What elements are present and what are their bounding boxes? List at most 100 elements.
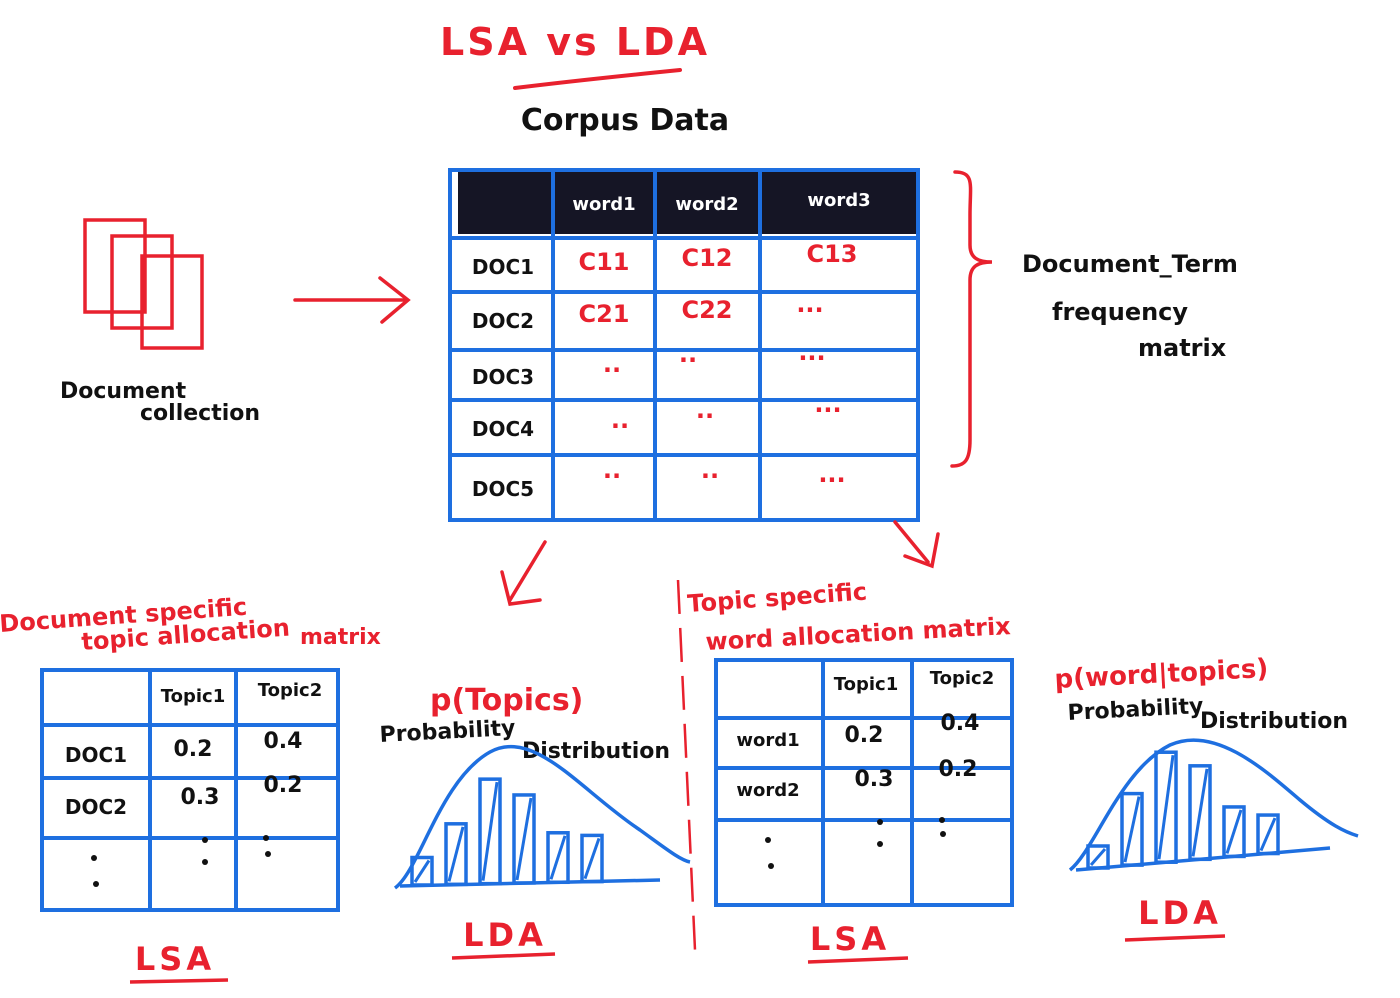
word-matrix-header: Topic2 xyxy=(930,668,995,689)
right-histogram-bar xyxy=(1086,844,1110,870)
down-left-arrow-icon xyxy=(500,540,547,606)
matrix-cell: .. xyxy=(611,406,629,434)
right-lda-underline xyxy=(1124,934,1226,942)
word-matrix-cell: 0.2 xyxy=(939,757,978,782)
matrix-column-header: word1 xyxy=(572,194,635,215)
right-histogram-bar xyxy=(1188,764,1212,862)
topic-matrix-cell: 0.2 xyxy=(174,737,213,762)
curly-brace-icon xyxy=(950,170,993,468)
matrix-cell: ... xyxy=(814,390,841,418)
left-lda-label: LDA xyxy=(463,916,547,954)
matrix-cell: ... xyxy=(798,338,825,366)
right-bar-hatch xyxy=(1157,755,1175,860)
topic-word-matrix: Topic1 Topic2 word1 word2 0.2 0.4 0.3 0.… xyxy=(714,658,1014,907)
matrix-cell: ... xyxy=(818,460,845,488)
left-bar-hatch xyxy=(583,837,601,880)
collection-label-line1: Document xyxy=(60,379,187,404)
dtm-label-line3: matrix xyxy=(1138,334,1227,362)
corpus-label: Corpus Data xyxy=(521,103,729,138)
matrix-cell: C22 xyxy=(681,296,732,324)
left-dist-label-line1: Probability xyxy=(379,716,516,748)
title-underline xyxy=(513,68,682,90)
word-matrix-cell: 0.2 xyxy=(845,723,884,748)
right-bar-hatch xyxy=(1123,796,1141,863)
right-histogram-bar xyxy=(1120,791,1144,867)
matrix-column-header: word3 xyxy=(807,190,870,211)
left-histogram-bar xyxy=(580,833,604,884)
left-lsa-underline xyxy=(129,978,229,984)
matrix-cell: .. xyxy=(701,456,719,484)
right-lsa-underline xyxy=(807,956,909,964)
right-histogram-bar xyxy=(1256,813,1280,856)
topic-matrix-cell: 0.3 xyxy=(181,785,220,810)
matrix-cell: .. xyxy=(603,350,621,378)
topic-matrix-header: Topic1 xyxy=(161,686,226,707)
diagram-title: LSA vs LDA xyxy=(440,20,710,64)
right-dist-title: p(word|topics) xyxy=(1054,654,1269,695)
word-matrix-cell: 0.3 xyxy=(855,767,894,792)
matrix-cell: ... xyxy=(796,290,823,318)
matrix-cell: C21 xyxy=(578,300,629,328)
matrix-cell: C11 xyxy=(578,248,629,276)
word-matrix-row-label: word1 xyxy=(736,730,799,751)
matrix-row-label: DOC4 xyxy=(472,417,534,441)
matrix-column-header: word2 xyxy=(675,194,738,215)
matrix-cell: C12 xyxy=(681,244,732,272)
left-bar-hatch xyxy=(447,826,465,882)
matrix-cell: C13 xyxy=(806,240,857,268)
matrix-cell: .. xyxy=(696,396,714,424)
word-matrix-cell: 0.4 xyxy=(941,711,980,736)
document-stack-icon xyxy=(83,218,204,350)
topic-matrix-cell: 0.4 xyxy=(264,729,303,754)
left-distribution-chart xyxy=(393,744,691,890)
matrix-row-label: DOC3 xyxy=(472,365,534,389)
topic-matrix-header: Topic2 xyxy=(258,680,323,701)
left-histogram-bar xyxy=(546,831,570,885)
down-right-arrow-icon xyxy=(893,520,940,569)
matrix-row-label: DOC1 xyxy=(472,255,534,279)
document-topic-matrix: Topic1 Topic2 DOC1 DOC2 0.2 0.4 0.3 0.2 xyxy=(40,668,340,912)
right-heading-line2: word allocation matrix xyxy=(705,612,1012,656)
left-bar-hatch xyxy=(549,835,567,880)
right-bar-hatch xyxy=(1089,848,1107,866)
right-distribution-curve xyxy=(1068,738,1359,872)
right-lsa-label: LSA xyxy=(810,920,890,958)
right-dist-label-line1: Probability xyxy=(1067,694,1204,726)
left-bar-hatch xyxy=(413,859,431,883)
right-heading-line1: Topic specific xyxy=(686,578,867,618)
right-histogram-bar xyxy=(1154,750,1178,864)
left-lda-underline xyxy=(451,952,556,960)
left-bar-hatch xyxy=(481,781,499,881)
right-bar-hatch xyxy=(1191,768,1209,857)
left-histogram-bar xyxy=(410,855,434,887)
left-distribution-curve xyxy=(393,744,691,890)
topic-matrix-row-label: DOC1 xyxy=(65,743,127,767)
right-arrow-icon xyxy=(293,276,411,324)
collection-label-line2: collection xyxy=(140,401,260,426)
left-lsa-label: LSA xyxy=(135,940,215,978)
right-distribution-chart xyxy=(1068,738,1359,872)
matrix-cell: .. xyxy=(679,340,697,368)
document-term-matrix: word1 word2 word3 DOC1 DOC2 DOC3 DOC4 DO… xyxy=(448,168,920,522)
word-matrix-row-label: word2 xyxy=(736,780,799,801)
dtm-label-line2: frequency xyxy=(1052,298,1188,326)
right-bar-hatch xyxy=(1225,809,1243,854)
left-histogram-bar xyxy=(512,793,536,885)
matrix-row-label: DOC5 xyxy=(472,477,534,501)
left-dist-label-line2: Distribution xyxy=(522,739,670,764)
topic-matrix-cell: 0.2 xyxy=(264,773,303,798)
dtm-label-line1: Document_Term xyxy=(1022,250,1238,278)
vertical-ellipsis-icon xyxy=(765,817,946,869)
matrix-header-fill xyxy=(458,172,916,234)
matrix-row-label: DOC2 xyxy=(472,309,534,333)
left-dist-title: p(Topics) xyxy=(430,683,583,718)
left-histogram-bar xyxy=(444,822,468,887)
right-histogram-bar xyxy=(1222,805,1246,859)
section-divider xyxy=(676,579,697,951)
word-matrix-header: Topic1 xyxy=(834,674,899,695)
vertical-ellipsis-icon xyxy=(91,835,271,887)
left-bar-hatch xyxy=(515,797,533,881)
right-bar-hatch xyxy=(1259,817,1277,852)
topic-matrix-row-label: DOC2 xyxy=(65,795,127,819)
